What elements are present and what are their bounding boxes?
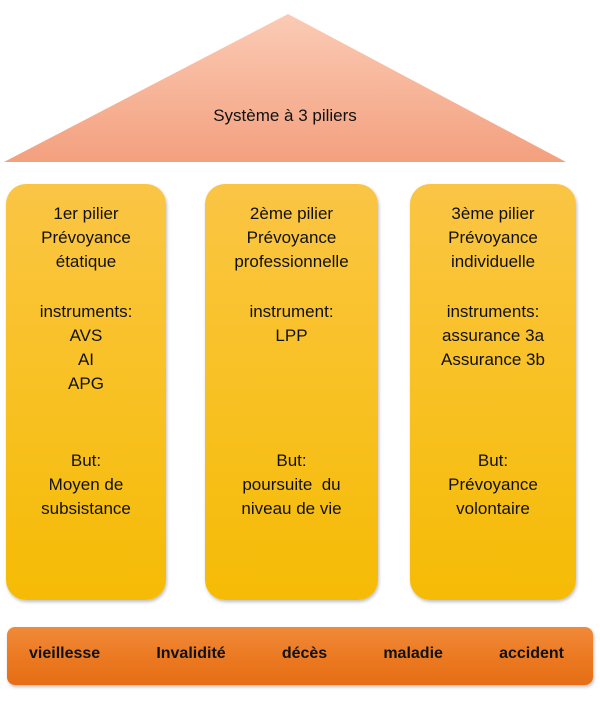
pillar-instruments: instruments: AVS AI APG [6, 300, 166, 396]
pillar-instruments: instruments: assurance 3a Assurance 3b [410, 300, 576, 372]
pillar-goal: But: Prévoyance volontaire [410, 449, 576, 521]
instrument-item: LPP [275, 326, 308, 345]
pillar-instruments: instrument: LPP [205, 300, 378, 348]
instrument-item: AVS [69, 326, 103, 345]
pillar-type-line: individuelle [450, 252, 536, 271]
pillar-heading: 1er pilier Prévoyance étatique [6, 202, 166, 274]
goal-text: niveau de vie [241, 499, 342, 518]
pillar-3: 3ème pilier Prévoyance individuelle inst… [410, 184, 576, 600]
pillar-type-line: professionnelle [234, 252, 349, 271]
goal-text: Prévoyance [448, 475, 538, 494]
instruments-label: instruments: [446, 302, 540, 321]
pillar-title: 2ème pilier [249, 204, 334, 223]
pillar-title: 1er pilier [53, 204, 119, 223]
instrument-item: Assurance 3b [441, 350, 545, 369]
risk-label: accident [499, 645, 564, 662]
instrument-item: APG [68, 374, 104, 393]
roof [4, 14, 566, 162]
pillar-heading: 2ème pilier Prévoyance professionnelle [205, 202, 378, 274]
goal-text: volontaire [456, 499, 530, 518]
instruments-label: instruments: [39, 302, 133, 321]
pillar-1: 1er pilier Prévoyance étatique instrumen… [6, 184, 166, 600]
goal-text: poursuite du [242, 475, 341, 494]
risk-label: décès [281, 645, 328, 662]
risk-label: maladie [383, 645, 443, 662]
pillar-type-line: Prévoyance [448, 228, 538, 247]
roof-title: Système à 3 piliers [213, 106, 357, 125]
goal-text: Moyen de [48, 475, 124, 494]
pillar-title: 3ème pilier [451, 204, 535, 223]
base-risks: vieillesse Invalidité décès maladie acci… [7, 627, 593, 685]
pillar-heading: 3ème pilier Prévoyance individuelle [410, 202, 576, 274]
pillar-2: 2ème pilier Prévoyance professionnelle i… [205, 184, 378, 600]
risk-label: vieillesse [29, 645, 101, 662]
instrument-item: assurance 3a [441, 326, 545, 345]
pillar-goal: But: Moyen de subsistance [6, 449, 166, 521]
pillar-goal: But: poursuite du niveau de vie [205, 449, 378, 521]
instrument-item: AI [77, 350, 95, 369]
pillar-type-line: étatique [55, 252, 117, 271]
instruments-label: instrument: [249, 302, 334, 321]
risk-label: Invalidité [156, 645, 226, 662]
goal-text: subsistance [41, 499, 131, 518]
goal-label: But: [276, 451, 307, 470]
pillar-type-line: Prévoyance [246, 228, 337, 247]
goal-label: But: [477, 451, 509, 470]
roof-triangle [4, 14, 566, 162]
pillar-type-line: Prévoyance [41, 228, 131, 247]
goal-label: But: [70, 451, 102, 470]
